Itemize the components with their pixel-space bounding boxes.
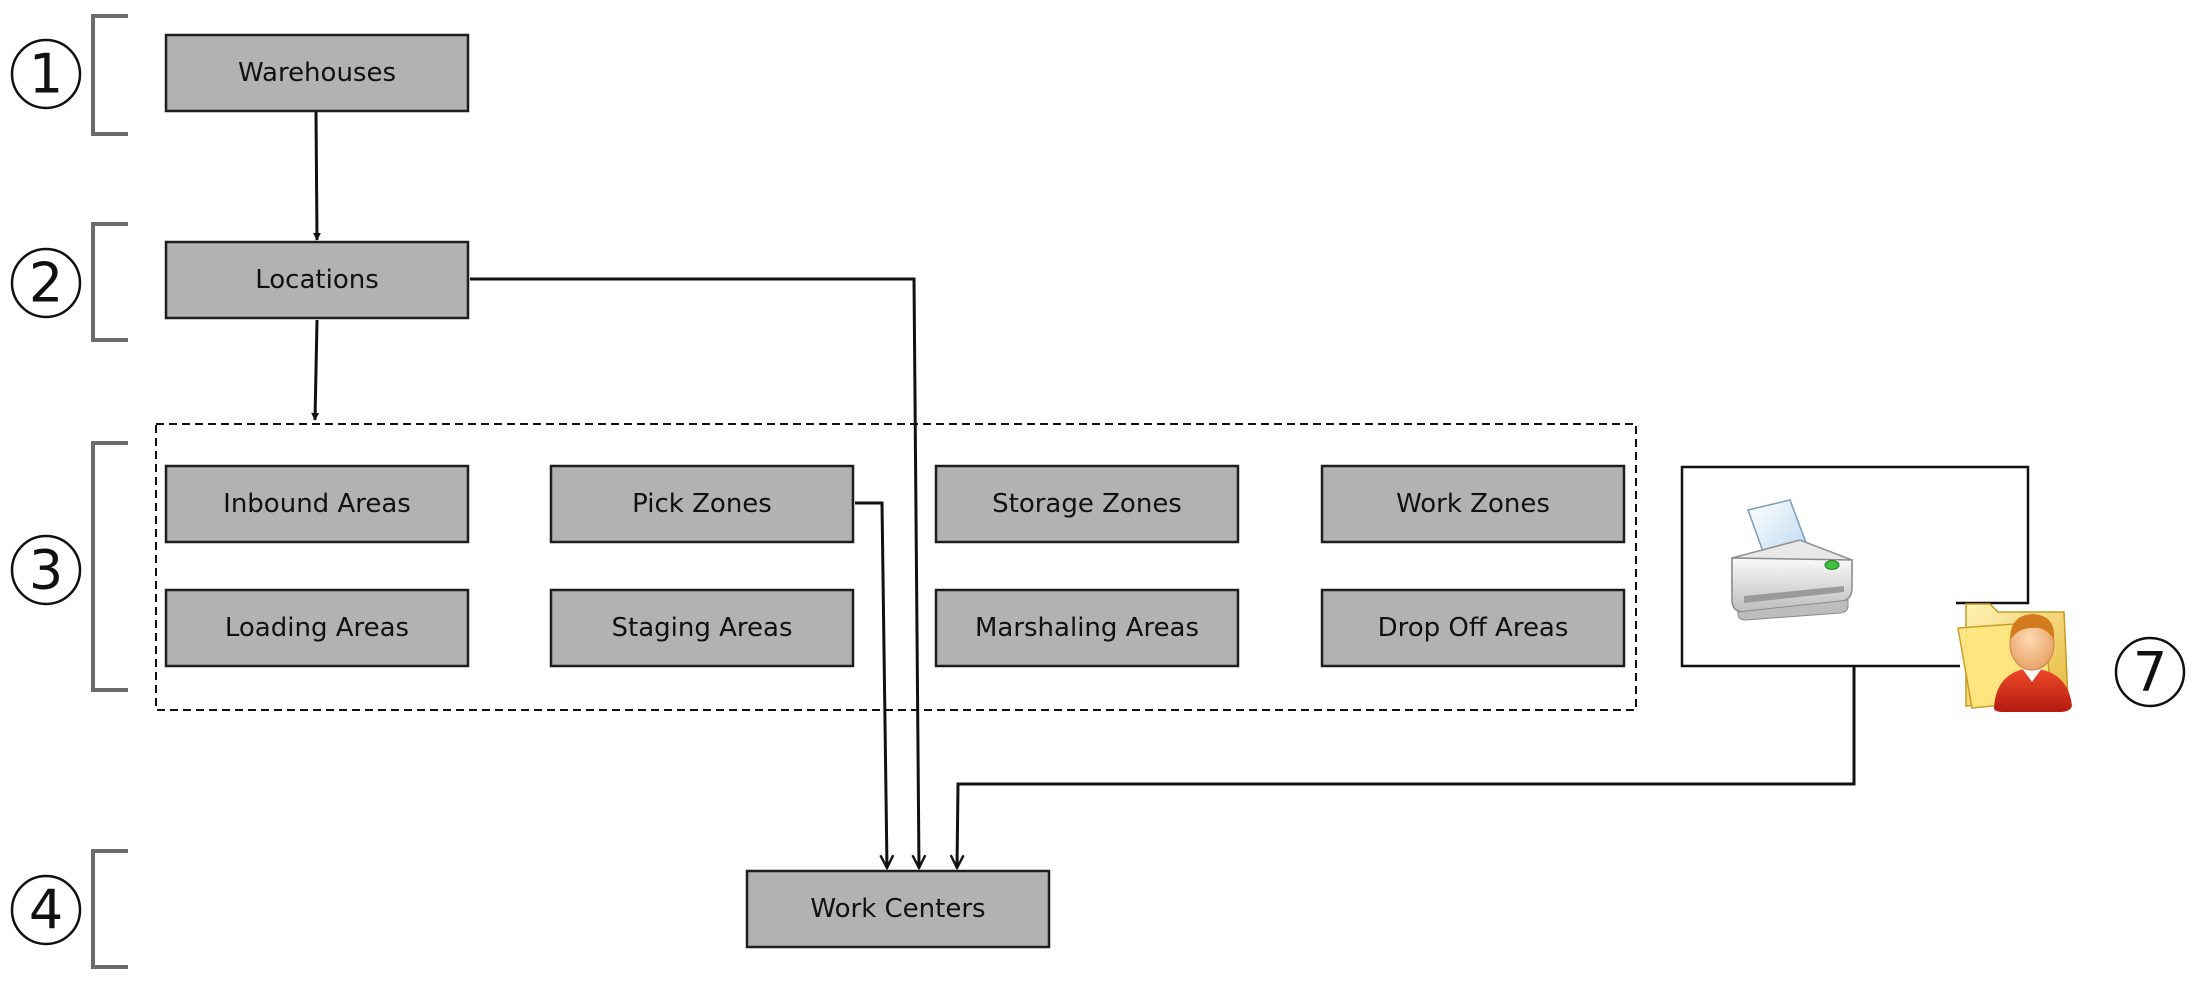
node-loading-areas[interactable]: Loading Areas	[164, 588, 470, 668]
level-marker-4: 4	[10, 874, 82, 946]
connector-locations-workcenters	[470, 277, 919, 868]
node-label: Pick Zones	[632, 489, 772, 519]
node-label: Loading Areas	[225, 613, 409, 643]
node-storage-zones[interactable]: Storage Zones	[934, 464, 1240, 544]
level-number: 7	[2133, 641, 2167, 704]
level-bracket-4	[91, 849, 128, 969]
node-label: Staging Areas	[612, 613, 793, 643]
level-number: 1	[29, 43, 63, 106]
node-label: Inbound Areas	[223, 489, 411, 519]
level-marker-1: 1	[10, 38, 82, 110]
node-work-centers[interactable]: Work Centers	[745, 869, 1051, 949]
node-staging-areas[interactable]: Staging Areas	[549, 588, 855, 668]
node-drop-off-areas[interactable]: Drop Off Areas	[1320, 588, 1626, 668]
level-number: 4	[29, 879, 63, 942]
node-locations[interactable]: Locations	[164, 240, 470, 320]
user-folder-icon	[1957, 603, 2072, 712]
level-marker-7: 7	[2114, 636, 2186, 708]
node-marshaling-areas[interactable]: Marshaling Areas	[934, 588, 1240, 668]
node-label: Marshaling Areas	[975, 613, 1199, 643]
level-bracket-3	[91, 441, 128, 692]
level-number: 3	[29, 539, 63, 602]
node-warehouses[interactable]: Warehouses	[164, 33, 470, 113]
printer-icon	[1731, 499, 1853, 621]
level-bracket-2	[91, 222, 128, 342]
node-work-zones[interactable]: Work Zones	[1320, 464, 1626, 544]
node-label: Storage Zones	[992, 489, 1182, 519]
node-label: Work Zones	[1396, 489, 1550, 519]
connector-warehouses-locations	[312, 111, 321, 241]
connector-locations-group	[311, 319, 320, 421]
node-label: Drop Off Areas	[1378, 613, 1569, 643]
level-marker-3: 3	[10, 534, 82, 606]
node-label: Warehouses	[238, 58, 396, 88]
level-bracket-1	[91, 14, 128, 136]
connector-pickzones-workcenters	[855, 501, 887, 868]
connector-devices-workcenters	[957, 666, 1856, 868]
node-label: Locations	[255, 265, 379, 295]
node-label: Work Centers	[810, 894, 985, 924]
node-inbound-areas[interactable]: Inbound Areas	[164, 464, 470, 544]
node-pick-zones[interactable]: Pick Zones	[549, 464, 855, 544]
level-marker-2: 2	[10, 247, 82, 319]
level-number: 2	[29, 252, 63, 315]
